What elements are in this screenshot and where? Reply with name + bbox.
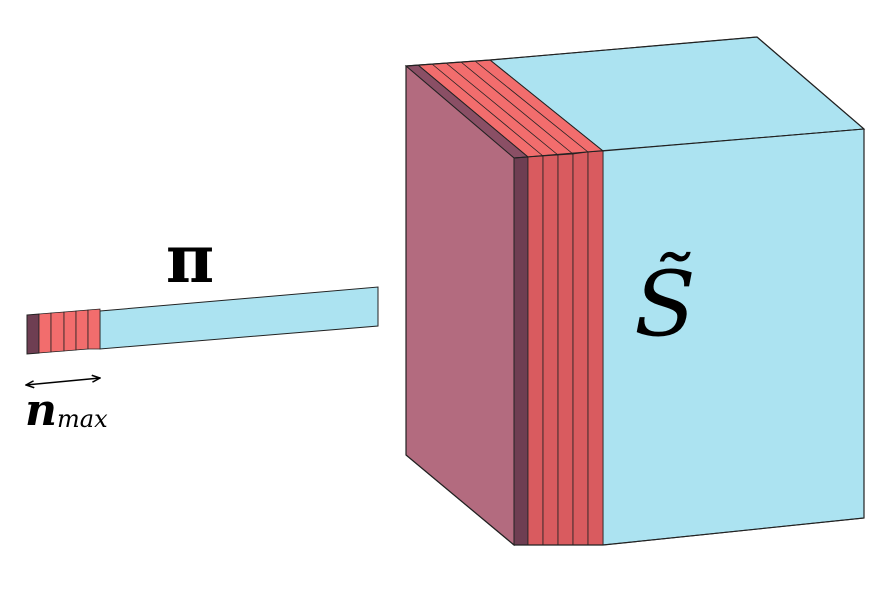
dark-slice-front [513,156,529,546]
red-top-divider [460,61,574,155]
red-slices-front [527,150,604,546]
vector-pi-dark-slice [26,313,40,355]
cube-front-top-edge [513,128,865,159]
red-top-divider [431,63,544,157]
red-top-divider [474,60,589,153]
cube-outline [405,36,865,546]
red-slice-front [572,151,589,546]
n-max-subscript: max [57,405,108,433]
vector-pi-cyan-body [99,286,379,350]
pi-label: π [166,220,214,298]
red-slice-front [542,154,559,546]
vector-pi-red-slices [38,308,101,354]
n-max-label: nmax [25,385,108,436]
n-max-double-arrow [26,378,100,385]
vector-pi-red-slice [50,311,65,353]
vector-pi-red-slice [63,310,77,352]
vector-pi-red-slice [87,308,101,350]
red-slice-front [587,150,604,546]
red-slice-front [557,153,574,546]
red-slices-top-lines [431,60,589,157]
vector-pi [26,286,379,355]
red-top-divider [445,62,559,156]
vector-pi-red-slice [38,312,52,354]
s-tilde-label: S̃ [634,252,696,357]
tensor-s-cube [404,36,866,547]
n-max-base: n [25,385,57,436]
vector-pi-red-slice [75,309,89,351]
red-slice-front [527,155,544,546]
